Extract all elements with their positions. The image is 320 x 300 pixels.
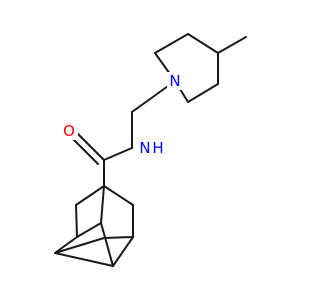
bond-ad-c1-c2 <box>75 185 105 206</box>
adamantane-cage <box>54 185 134 267</box>
molecule-structure: N N H O <box>54 33 247 267</box>
bond-ad-c7-c9 <box>100 222 114 267</box>
bond-ring-c5-c6 <box>187 83 219 103</box>
bond-ring-c3-c4 <box>187 33 219 54</box>
bond-amide-n-carbonyl-c <box>103 147 133 161</box>
amide-hydrogen-text: H <box>152 139 163 157</box>
piperidine-ring <box>154 33 219 103</box>
amide-nitrogen-label: N H <box>139 139 167 157</box>
bond-carbonyl-double-1 <box>72 128 105 161</box>
bond-methyl <box>217 36 247 54</box>
bond-ad-c10-c6 <box>103 236 134 239</box>
carbonyl-oxygen-text: O <box>63 122 75 140</box>
bond-ad-c5-c8 <box>54 236 78 254</box>
bond-ring-c2-c3 <box>154 33 189 54</box>
bond-ad-c9-c6 <box>112 236 134 267</box>
ring-nitrogen-text: N <box>169 72 180 90</box>
amide-nitrogen-text: N <box>139 139 150 157</box>
ring-nitrogen-label: N <box>167 72 183 90</box>
bond-ad-c4-c7 <box>76 222 102 238</box>
bond-ad-c8-c10 <box>54 237 105 254</box>
bond-ad-c2-c5 <box>75 204 78 238</box>
bond-ad-c8-c9 <box>54 252 114 267</box>
bond-ad-c1-c3 <box>103 185 134 206</box>
carbonyl-oxygen-label: O <box>60 122 78 140</box>
bond-ad-c1-c4 <box>100 185 105 224</box>
